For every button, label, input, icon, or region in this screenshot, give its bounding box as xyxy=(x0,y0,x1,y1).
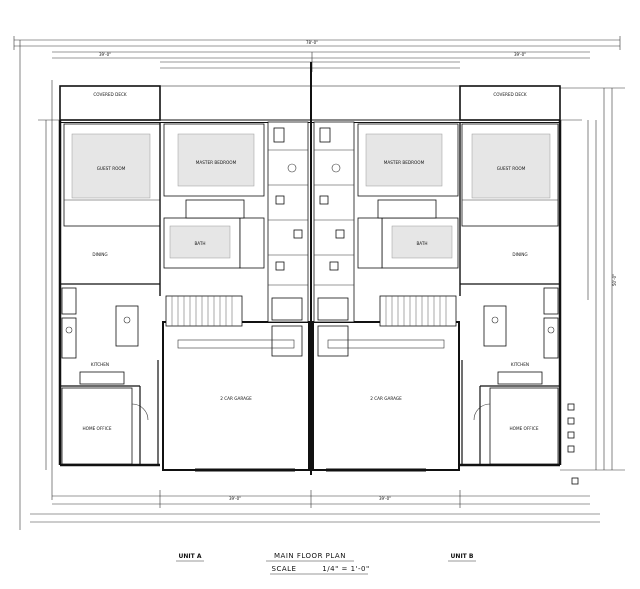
dim-bottom-right: 39'-0" xyxy=(379,496,391,501)
scale-label: SCALE xyxy=(272,565,297,573)
center-core xyxy=(267,121,355,357)
stair-left xyxy=(165,295,243,327)
room-label-bedroom-right: GUEST ROOM xyxy=(497,166,526,171)
room-label-garage-right: 2 CAR GARAGE xyxy=(370,396,402,401)
unit-b-label: UNIT B xyxy=(451,553,474,560)
room-label-office-right: HOME OFFICE xyxy=(510,426,539,431)
room-label-kitchen-left: KITCHEN xyxy=(91,362,109,367)
bedroom-right: GUEST ROOM xyxy=(461,123,559,227)
office-right: HOME OFFICE xyxy=(473,387,559,465)
bottom-dimension-lines: 39'-0" 39'-0" xyxy=(30,490,600,523)
office-left: HOME OFFICE xyxy=(61,387,149,465)
stair-right xyxy=(379,295,457,327)
dining-right: DINING xyxy=(512,252,527,257)
bath-left: BATH xyxy=(163,217,241,269)
bath-right: BATH xyxy=(381,217,459,269)
kitchen-left: KITCHEN xyxy=(61,287,139,385)
room-label-covered-right: COVERED DECK xyxy=(493,92,527,97)
room-label-master-right: MASTER BEDROOM xyxy=(384,160,425,165)
kitchen-right: KITCHEN xyxy=(483,287,559,385)
room-label-bath-right: BATH xyxy=(416,241,427,246)
interior-walls xyxy=(60,122,560,465)
top-dimension-lines: 78'-0" 39'-0" 39'-0" xyxy=(13,36,621,72)
room-label-kitchen-right: KITCHEN xyxy=(511,362,529,367)
garage-left: 2 CAR GARAGE xyxy=(177,339,295,472)
exterior-walls xyxy=(38,62,582,475)
left-dimension-lines xyxy=(19,40,53,530)
garage-right: 2 CAR GARAGE xyxy=(326,339,445,472)
room-label-dining-right: DINING xyxy=(512,252,527,257)
closets xyxy=(185,199,437,269)
room-label-covered-left: COVERED DECK xyxy=(93,92,127,97)
dim-top-right: 39'-0" xyxy=(514,52,526,57)
master-bedroom-right: MASTER BEDROOM xyxy=(357,123,459,197)
right-dimension-lines: 50'-0" xyxy=(560,87,625,471)
dim-bottom-left: 39'-0" xyxy=(229,496,241,501)
scale-value: 1/4" = 1'-0" xyxy=(322,565,369,573)
room-label-office-left: HOME OFFICE xyxy=(83,426,112,431)
room-label-garage-left: 2 CAR GARAGE xyxy=(220,396,252,401)
dim-side-overall: 50'-0" xyxy=(612,274,617,286)
master-bedroom-left: MASTER BEDROOM xyxy=(163,123,265,197)
room-label-dining-left: DINING xyxy=(92,252,107,257)
dim-top-left: 39'-0" xyxy=(99,52,111,57)
plan-title: MAIN FLOOR PLAN xyxy=(274,552,346,560)
unit-a-label: UNIT A xyxy=(179,553,202,560)
title-block: UNIT A MAIN FLOOR PLAN SCALE 1/4" = 1'-0… xyxy=(176,552,476,575)
outlet-markers xyxy=(567,403,579,485)
bedroom-left: GUEST ROOM xyxy=(63,123,161,227)
room-label-bath-left: BATH xyxy=(194,241,205,246)
room-label-bedroom-left: GUEST ROOM xyxy=(97,166,126,171)
dining-left: DINING xyxy=(92,252,107,257)
room-label-master-left: MASTER BEDROOM xyxy=(196,160,237,165)
dim-overall: 78'-0" xyxy=(306,40,318,45)
